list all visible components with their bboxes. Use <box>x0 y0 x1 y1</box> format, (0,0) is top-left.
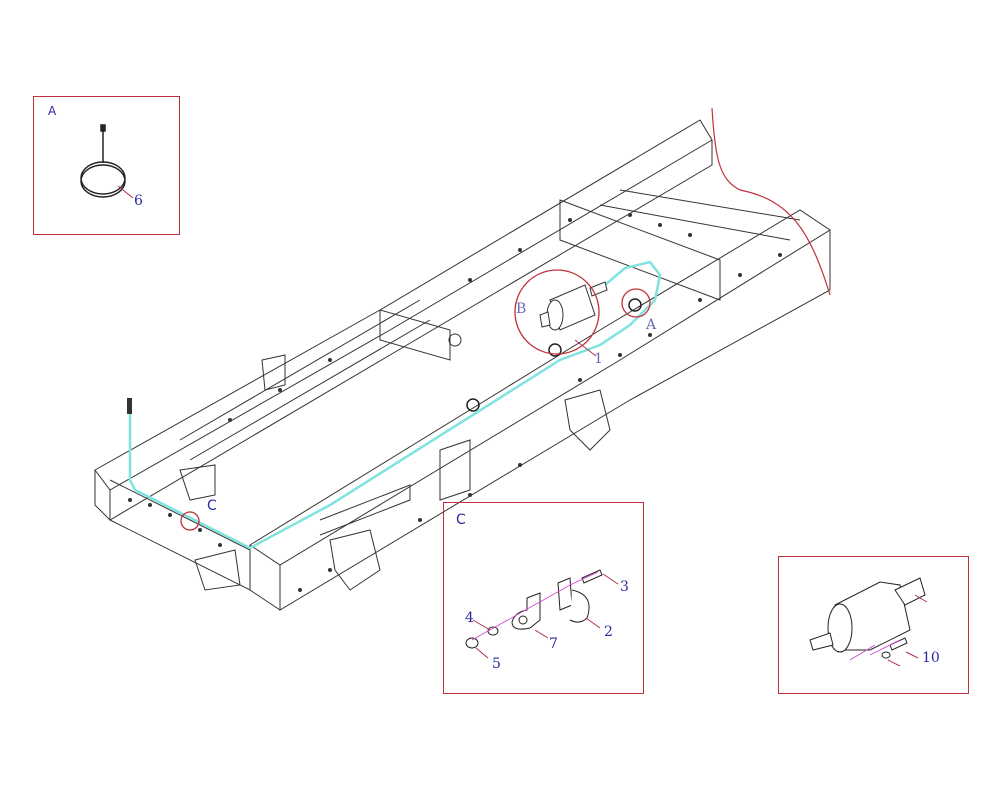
detail-box-a <box>33 96 180 235</box>
label-part-10: 10 <box>922 650 940 666</box>
label-b: B <box>516 301 527 317</box>
label-part-4: 4 <box>465 610 474 626</box>
label-part-3: 3 <box>620 579 629 595</box>
break-line <box>711 107 831 296</box>
front-cross-member <box>109 479 251 591</box>
detail-box-c <box>443 502 644 694</box>
label-a: A <box>646 317 657 333</box>
label-part-5: 5 <box>492 656 501 672</box>
brake-chamber-main <box>539 281 608 331</box>
brake-chamber-detail <box>809 577 926 659</box>
frame-left-rail <box>94 119 713 491</box>
callout-circle-c <box>180 511 200 531</box>
label-c: C <box>207 498 217 514</box>
label-1: 1 <box>594 351 603 367</box>
detail-c-title: C <box>456 512 466 528</box>
detail-a-title: A <box>48 104 57 118</box>
label-part-2: 2 <box>604 624 613 640</box>
callout-circle-a <box>621 288 651 318</box>
label-part-7: 7 <box>549 636 558 652</box>
label-part-6: 6 <box>134 193 143 209</box>
detail-box-chamber <box>778 556 969 694</box>
air-pipe <box>128 260 662 550</box>
clamp-part-6 <box>80 124 126 198</box>
callout-circle-b <box>514 269 600 355</box>
bolt-part-3 <box>581 569 603 584</box>
